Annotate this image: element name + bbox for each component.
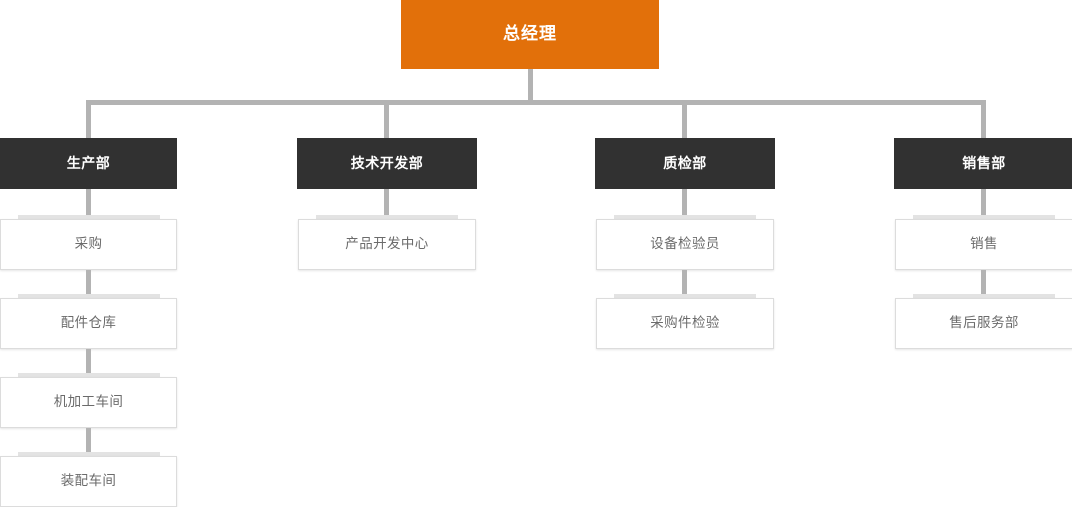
connector-drop-branch-2 [384,100,389,140]
node-leaf-3-2-label: 采购件检验 [650,315,720,331]
node-leaf-1-1-label: 采购 [74,236,103,252]
node-leaf-2-1-label: 产品开发中心 [345,236,429,252]
node-leaf-4-1-label: 销售 [970,236,998,252]
node-leaf-4-2[interactable]: 售后服务部 [895,298,1072,349]
connector-dept4-to-child1 [981,189,986,220]
node-department-3[interactable]: 质检部 [595,138,775,189]
node-leaf-4-2-label: 售后服务部 [949,315,1019,331]
node-root-general-manager[interactable]: 总经理 [401,0,659,69]
node-leaf-1-4-label: 装配车间 [60,473,117,489]
node-department-2-label: 技术开发部 [350,155,424,172]
leaf-cap-4-1 [913,215,1055,219]
node-leaf-1-1[interactable]: 采购 [0,219,177,270]
connector-root-stem [528,69,533,102]
node-root-label: 总经理 [503,24,557,44]
connector-dept2-to-child1 [384,189,389,220]
connector-child2-to-child3 [86,349,91,378]
node-department-1-label: 生产部 [66,155,111,172]
leaf-cap-1-4 [18,452,160,456]
leaf-cap-2-1 [316,215,458,219]
node-leaf-3-1-label: 设备检验员 [650,236,720,252]
node-leaf-4-1[interactable]: 销售 [895,219,1072,270]
leaf-cap-1-2 [18,294,160,298]
connector-horizontal-bus [86,100,986,105]
connector-child1-to-child2 [86,270,91,299]
node-department-4-label: 销售部 [962,155,1006,172]
node-department-3-label: 质检部 [663,155,707,172]
connector-child3-to-child4 [86,428,91,457]
connector-drop-branch-3 [682,100,687,140]
node-leaf-1-2[interactable]: 配件仓库 [0,298,177,349]
leaf-cap-1-1 [18,215,160,219]
node-department-1[interactable]: 生产部 [0,138,177,189]
node-leaf-2-1[interactable]: 产品开发中心 [298,219,476,270]
node-leaf-1-4[interactable]: 装配车间 [0,456,177,507]
node-leaf-1-2-label: 配件仓库 [60,315,117,331]
node-department-2[interactable]: 技术开发部 [297,138,477,189]
connector-drop-branch-1 [86,100,91,140]
node-leaf-3-1[interactable]: 设备检验员 [596,219,774,270]
connector-child41-to-child42 [981,270,986,299]
connector-dept3-to-child1 [682,189,687,220]
leaf-cap-3-2 [614,294,756,298]
connector-drop-branch-4 [981,100,986,140]
node-department-4[interactable]: 销售部 [894,138,1072,189]
node-leaf-1-3[interactable]: 机加工车间 [0,377,177,428]
connector-dept1-to-child1 [86,189,91,220]
leaf-cap-4-2 [913,294,1055,298]
node-leaf-3-2[interactable]: 采购件检验 [596,298,774,349]
connector-child31-to-child32 [682,270,687,299]
leaf-cap-1-3 [18,373,160,377]
leaf-cap-3-1 [614,215,756,219]
node-leaf-1-3-label: 机加工车间 [53,394,124,410]
